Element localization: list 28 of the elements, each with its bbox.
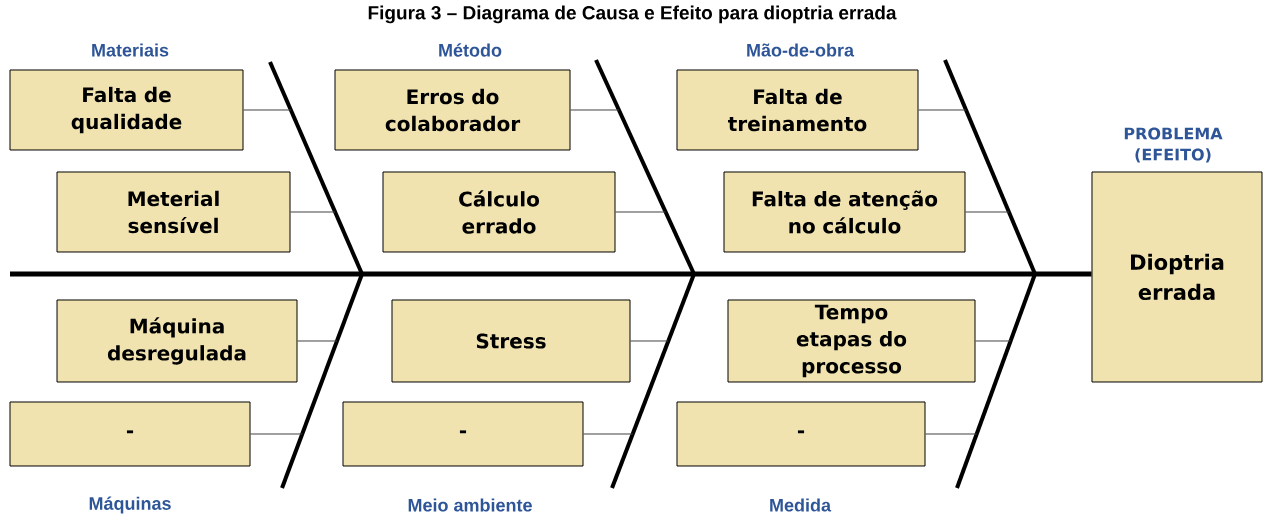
branch-line [630,340,669,342]
cause-box: Falta de treinamento [676,69,919,151]
branch-line [975,340,1012,342]
title: Figura 3 – Diagrama de Causa e Efeito para dioptria errada [368,5,897,24]
branch-line [243,109,292,111]
effect-box: Dioptria errada [1091,171,1263,383]
effect-heading: PROBLEMA (EFEITO) [1124,127,1223,163]
branch-line [297,340,338,342]
cause-box: Cálculo errado [382,171,616,253]
branch-line [250,433,303,435]
cause-box: Tempo etapas do processo [727,299,976,383]
cause-box: Meterial sensível [56,171,291,253]
cause-box: - [9,401,251,467]
cause-box: Falta de atenção no cálculo [723,171,966,253]
cause-box: - [676,401,926,467]
branch-line [615,211,667,213]
branch-line [965,211,1010,213]
cause-box: Máquina desregulada [56,299,298,383]
cause-box: - [342,401,584,467]
spine-line [10,271,1092,277]
cause-box: Stress [391,299,631,383]
branch-line [570,109,620,111]
branch-line [925,433,978,435]
branch-line [583,433,634,435]
cause-box: Falta de qualidade [9,69,244,151]
branch-line [290,211,336,213]
cause-box: Erros do colaborador [334,69,571,151]
branch-line [918,109,967,111]
